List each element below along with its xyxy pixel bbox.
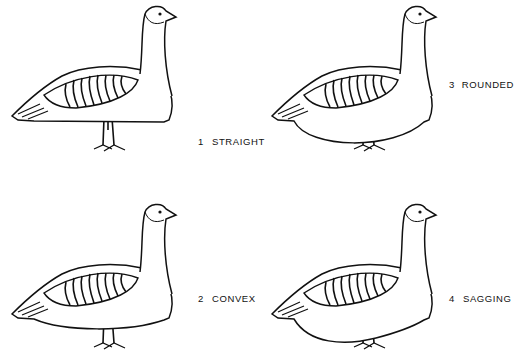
shape-label: SAGGING (463, 294, 512, 304)
shape-label: CONVEX (212, 294, 256, 304)
figure-number: 4 (449, 294, 455, 304)
figure-number: 1 (198, 137, 204, 147)
shape-label: STRAIGHT (212, 137, 265, 147)
figure-number: 3 (449, 80, 455, 90)
shape-label: ROUNDED (462, 80, 514, 90)
figure-number: 2 (198, 294, 204, 304)
